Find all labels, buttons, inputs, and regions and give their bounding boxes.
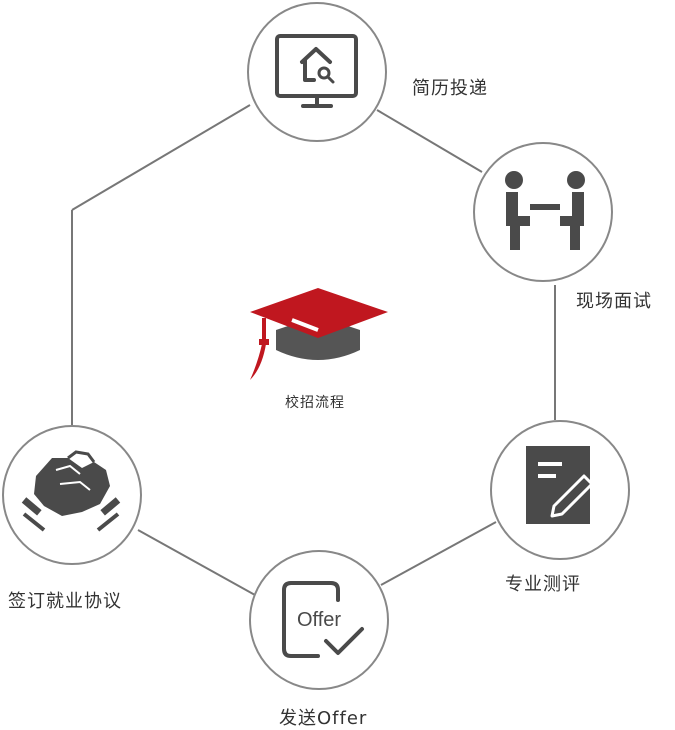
step-label-agreement: 签订就业协议 (8, 591, 122, 612)
two-people-meeting-icon (505, 171, 585, 250)
step-circle-interview (473, 142, 613, 282)
step-circle-resume (247, 2, 387, 142)
offer-check-icon: Offer (282, 581, 364, 658)
document-pen-icon (526, 446, 594, 524)
offer-icon-text: Offer (297, 609, 341, 631)
step-label-interview: 现场面试 (576, 291, 652, 312)
step-label-offer: 发送Offer (279, 708, 368, 729)
connector-line (71, 104, 251, 211)
center-label: 校招流程 (285, 395, 345, 411)
connector-line (376, 109, 483, 173)
connector-line (137, 529, 256, 596)
graduation-cap-icon (250, 288, 388, 380)
handshake-icon (21, 450, 121, 532)
connector-line (380, 521, 497, 586)
monitor-house-search-icon (275, 34, 358, 108)
step-label-resume: 简历投递 (412, 78, 488, 99)
step-label-assessment: 专业测评 (505, 574, 581, 595)
connector-lines (71, 104, 556, 596)
